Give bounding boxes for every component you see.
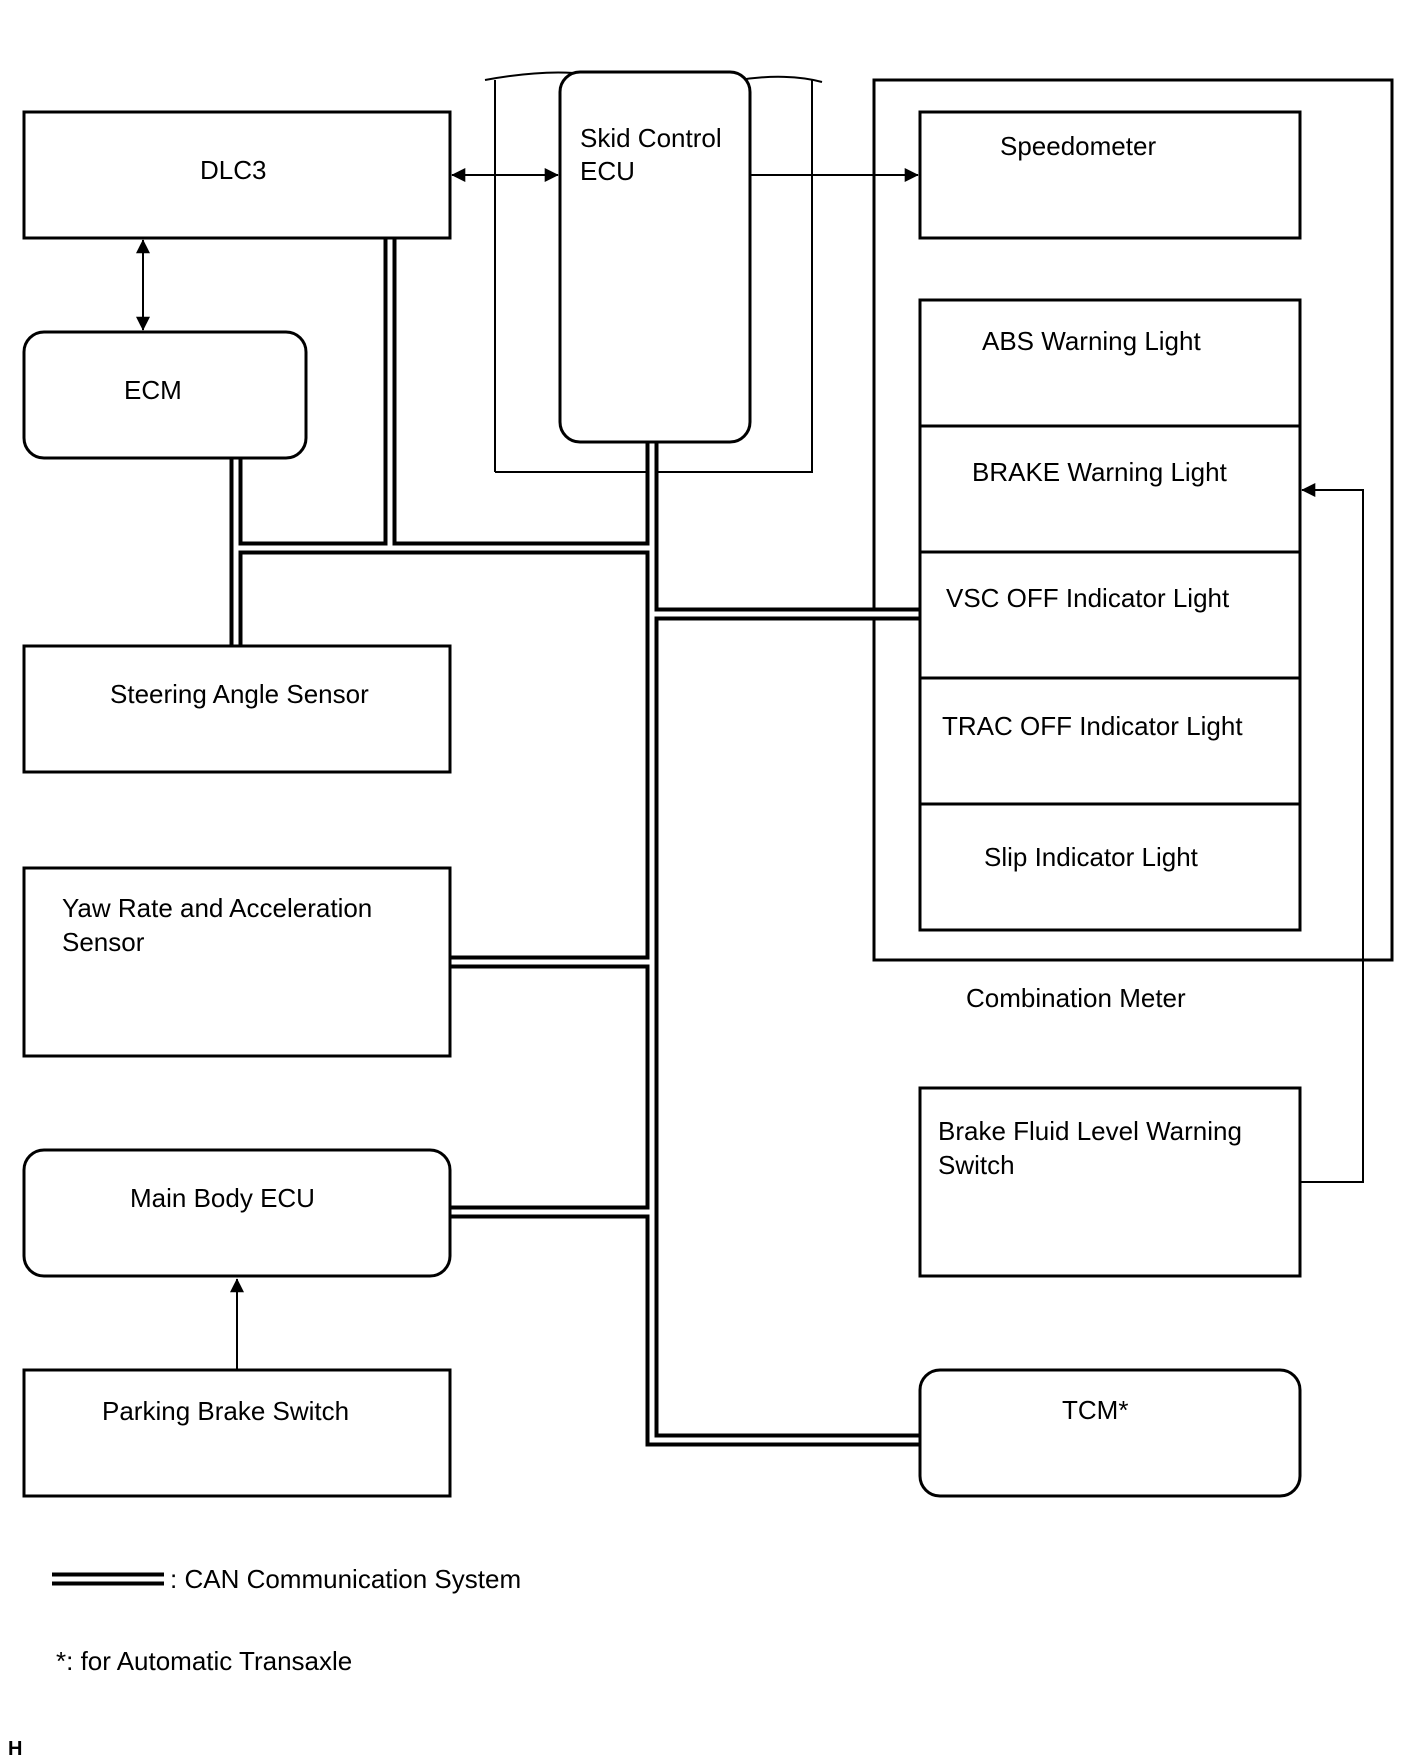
can-bus xyxy=(229,238,920,1447)
combination-meter-label: Combination Meter xyxy=(966,983,1186,1013)
dlc3-label: DLC3 xyxy=(200,155,266,185)
ecm-label: ECM xyxy=(124,375,182,405)
main-body-ecu-label: Main Body ECU xyxy=(130,1183,315,1213)
tcm-box xyxy=(918,1368,1302,1498)
brake-fluid-to-brake-light-arrow xyxy=(1300,483,1364,1183)
brake-warning-light-box xyxy=(918,424,1302,554)
trac-off-indicator-label: TRAC OFF Indicator Light xyxy=(942,711,1243,741)
tcm-label: TCM* xyxy=(1062,1395,1128,1425)
abs-warning-light-label: ABS Warning Light xyxy=(982,326,1201,356)
yaw-rate-sensor-box xyxy=(22,866,452,1058)
footnote: *: for Automatic Transaxle xyxy=(56,1646,352,1676)
dlc3-box xyxy=(22,110,452,240)
skid-control-ecu-box xyxy=(558,70,752,444)
parking-brake-switch-box xyxy=(22,1368,452,1498)
speedometer-label: Speedometer xyxy=(1000,131,1156,161)
vsc-off-indicator-box xyxy=(918,550,1302,680)
steering-angle-sensor-box xyxy=(22,644,452,774)
brake-warning-light-label: BRAKE Warning Light xyxy=(972,457,1228,487)
parking-brake-switch-label: Parking Brake Switch xyxy=(102,1396,349,1426)
steering-angle-sensor-label: Steering Angle Sensor xyxy=(110,679,369,709)
can-legend-label: : CAN Communication System xyxy=(170,1564,521,1594)
ecm-box xyxy=(22,330,308,460)
slip-indicator-label: Slip Indicator Light xyxy=(984,842,1199,872)
trac-off-indicator-box xyxy=(918,676,1302,806)
skid-control-housing xyxy=(494,80,813,473)
main-body-ecu-box xyxy=(22,1148,452,1278)
abs-warning-light-box xyxy=(918,298,1302,428)
vsc-off-indicator-label: VSC OFF Indicator Light xyxy=(946,583,1230,613)
speedometer-box xyxy=(918,110,1302,240)
corner-mark: H xyxy=(8,1738,22,1760)
slip-indicator-box xyxy=(918,802,1302,932)
